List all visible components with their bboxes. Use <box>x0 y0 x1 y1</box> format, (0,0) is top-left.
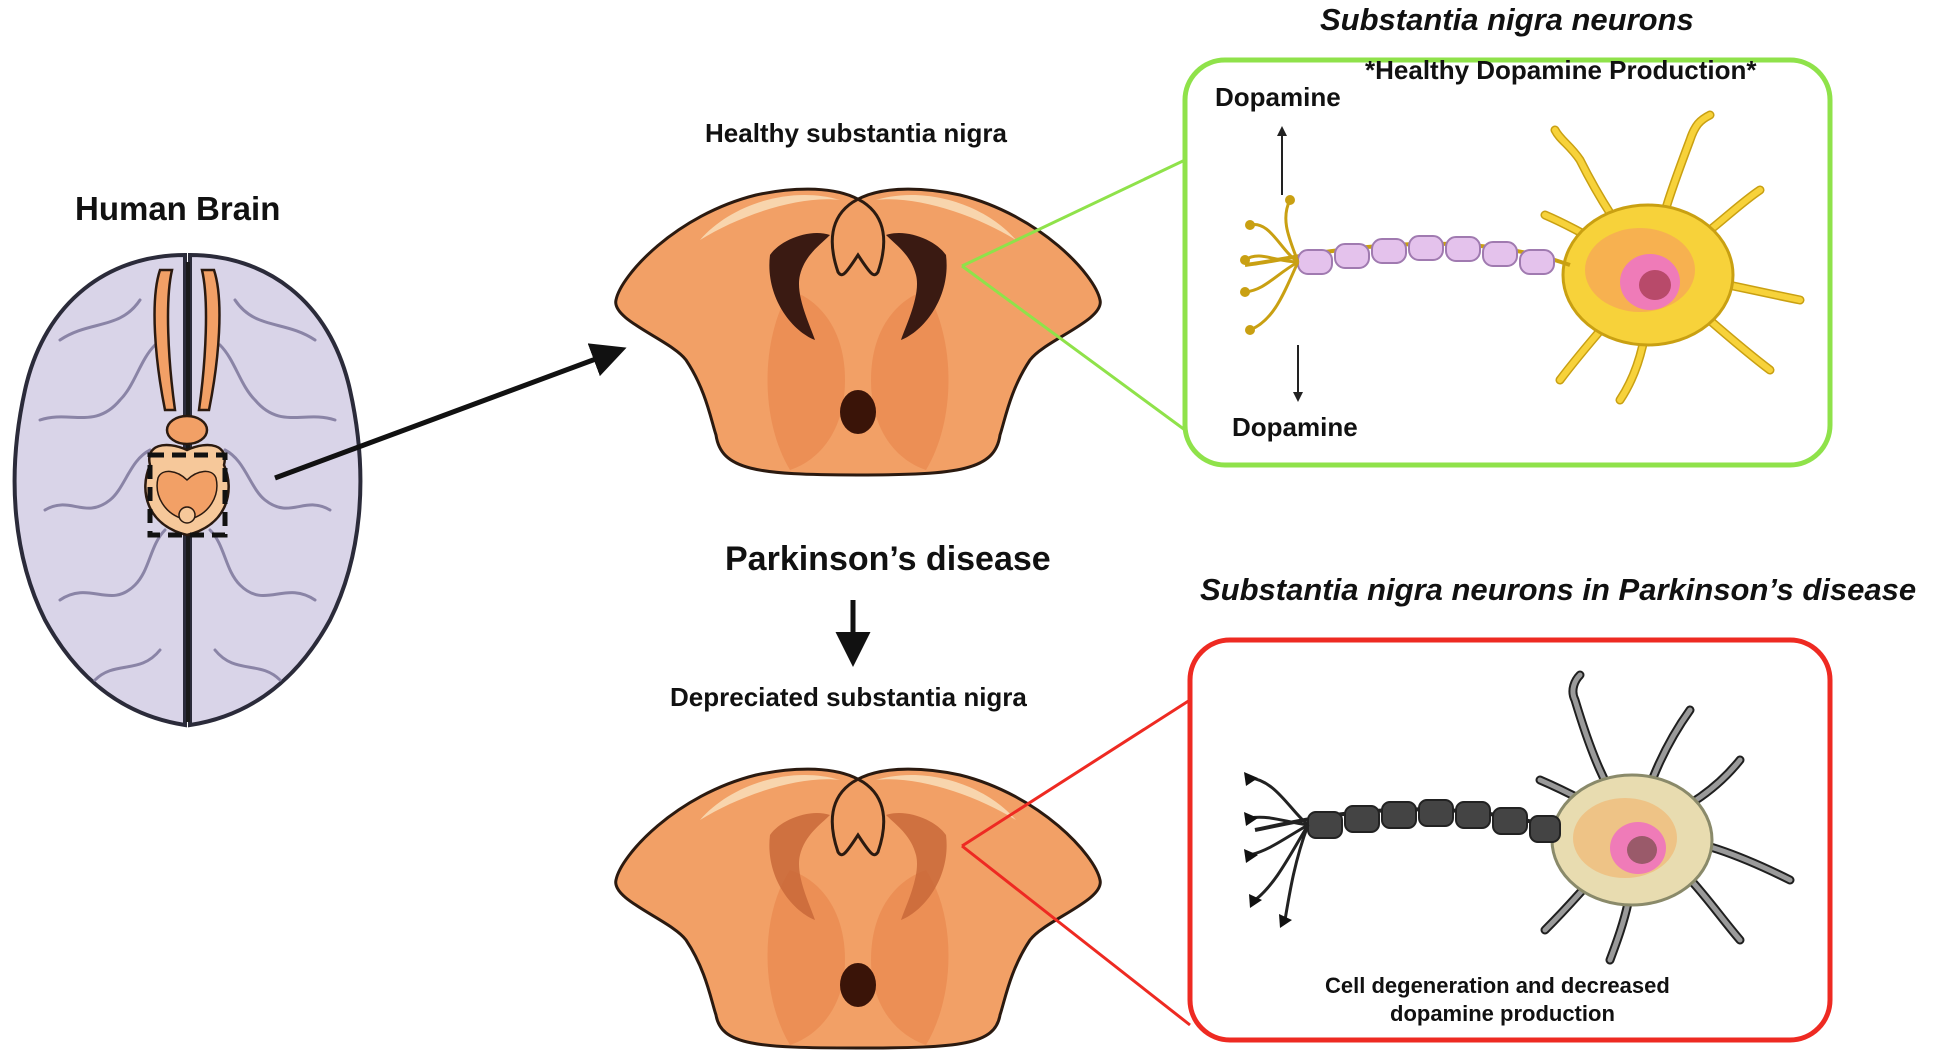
brain-to-sn-arrow <box>274 343 627 481</box>
healthy-substantia-nigra <box>614 187 1102 477</box>
disease-zoom-lines <box>961 698 1191 1027</box>
dopamine-bottom-label: Dopamine <box>1232 412 1358 442</box>
healthy-axon <box>1244 235 1571 275</box>
sn-neurons-pd-title: Substantia nigra neurons in Parkinson’s … <box>1200 572 1917 607</box>
midbrain-highlight-box <box>147 452 228 538</box>
depreciated-midbrain-outline <box>614 767 1102 1050</box>
depreciated-sn-label: Depreciated substantia nigra <box>670 682 1027 712</box>
diseased-neuron <box>1244 670 1795 965</box>
human-brain-illustration <box>12 252 363 728</box>
depleted-nigra-right <box>886 812 947 920</box>
depleted-nigra-left <box>769 812 830 920</box>
healthy-midbrain-outline <box>614 187 1102 477</box>
healthy-zoom-lines <box>961 158 1186 432</box>
brain-gyri <box>38 298 337 682</box>
healthy-nigra-left <box>769 232 830 340</box>
healthy-nigra-right <box>886 232 947 340</box>
degeneration-label-line2: dopamine production <box>1390 1001 1615 1026</box>
sn-neurons-title: Substantia nigra neurons <box>1320 2 1694 37</box>
healthy-sn-label: Healthy substantia nigra <box>705 118 1007 148</box>
brain-left-hemisphere <box>12 252 187 728</box>
depreciated-substantia-nigra <box>614 767 1102 1050</box>
brain-right-hemisphere <box>188 252 363 728</box>
degeneration-label-line1: Cell degeneration and decreased <box>1325 973 1670 998</box>
healthy-neuron <box>1240 110 1805 405</box>
parkinsons-label: Parkinson’s disease <box>725 540 1051 578</box>
dopamine-top-label: Dopamine <box>1215 82 1341 112</box>
depreciated-aqueduct <box>840 963 876 1007</box>
diseased-axon <box>1254 799 1561 843</box>
healthy-aqueduct <box>840 390 876 434</box>
healthy-production-label: *Healthy Dopamine Production* <box>1365 55 1757 85</box>
human-brain-label: Human Brain <box>75 190 281 227</box>
olfactory-tracts <box>153 268 221 412</box>
